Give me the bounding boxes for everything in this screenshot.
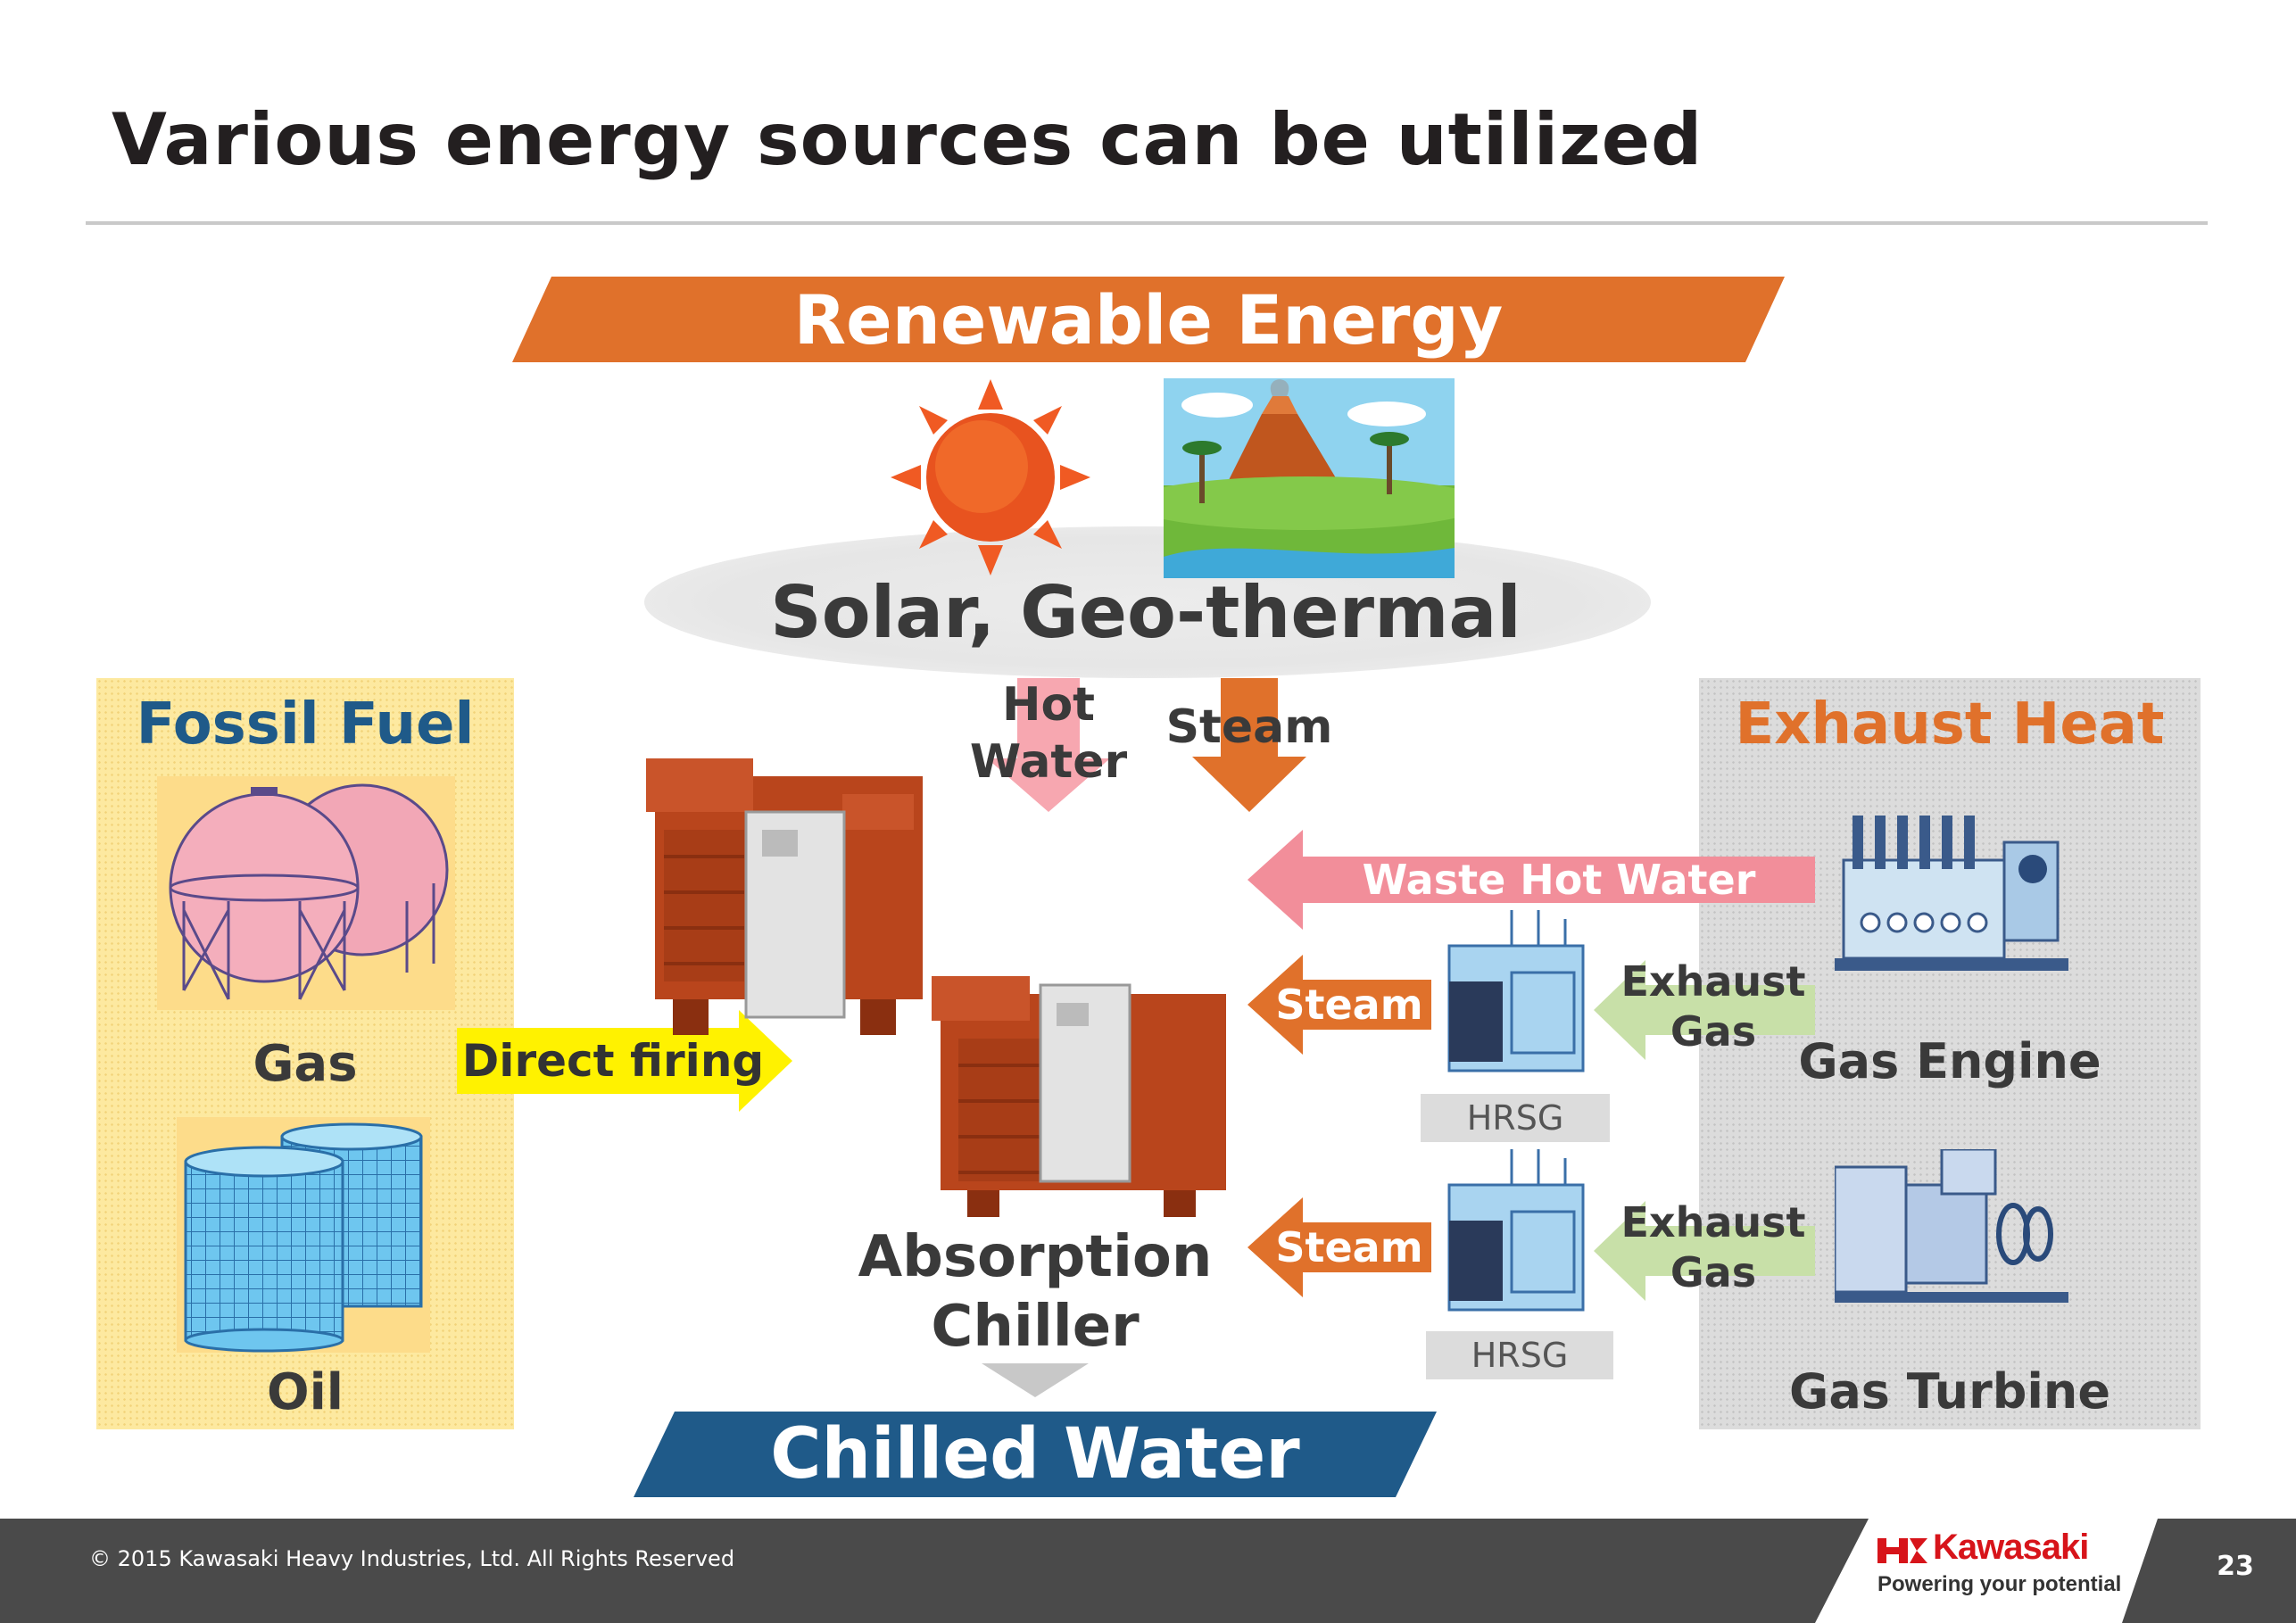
exhaust-gas-top-arrow: [1594, 960, 1815, 1060]
exhaust-gas-bottom-label: Exhaust Gas: [1620, 1198, 1806, 1296]
sun-icon: [891, 379, 1090, 576]
exhaust-heat-panel: [1699, 678, 2201, 1429]
hrsg-bottom-tag: HRSG: [1426, 1331, 1613, 1379]
gas-turbine-icon: [1835, 1149, 2068, 1303]
gas-turbine-label: Gas Turbine: [1789, 1363, 2110, 1420]
hrsg-top-icon: [1447, 910, 1585, 1072]
steam-bottom-label: Steam: [1275, 1223, 1423, 1271]
page-title: Various energy sources can be utilized: [112, 98, 1703, 181]
copyright-text: © 2015 Kawasaki Heavy Industries, Ltd. A…: [89, 1546, 735, 1571]
absorption-chiller-label: Absorption Chiller: [858, 1224, 1213, 1360]
gas-engine-label: Gas Engine: [1798, 1033, 2101, 1089]
renewable-energy-banner: Renewable Energy: [512, 277, 1785, 362]
exhaust-gas-top-label: Exhaust Gas: [1620, 957, 1806, 1056]
fossil-fuel-heading: Fossil Fuel: [136, 691, 475, 758]
steam-renewable-label: Steam: [1165, 700, 1333, 754]
gas-label: Gas: [253, 1035, 358, 1093]
hot-water-label: Hot Water: [969, 678, 1128, 789]
solar-geothermal-label: Solar, Geo-thermal: [770, 571, 1521, 654]
direct-firing-label: Direct firing: [461, 1035, 765, 1087]
direct-firing-arrow: [457, 1010, 792, 1112]
waste-hot-water-arrow: [1247, 830, 1815, 930]
chiller-output-arrow: [982, 1363, 1089, 1397]
logo-box: [1815, 1519, 2158, 1623]
kawasaki-logo-icon: [1877, 1538, 1927, 1563]
oil-label: Oil: [267, 1363, 344, 1421]
title-divider: [86, 221, 2208, 225]
exhaust-heat-heading: Exhaust Heat: [1735, 691, 2165, 758]
exhaust-gas-bottom-arrow: [1594, 1201, 1815, 1301]
waste-hot-water-label: Waste Hot Water: [1362, 856, 1756, 904]
steam-top-label: Steam: [1275, 981, 1423, 1029]
absorption-chiller-small-icon: [932, 976, 1226, 1217]
gas-tank-icon: [157, 776, 455, 1010]
absorption-chiller-large-icon: [646, 758, 923, 1035]
hrsg-bottom-icon: [1447, 1149, 1585, 1312]
brand-tagline: Powering your potential: [1877, 1572, 2122, 1596]
gas-engine-icon: [1835, 816, 2068, 971]
page-number: 23: [2217, 1551, 2254, 1582]
steam-down-arrow: [1192, 678, 1306, 812]
steam-top-arrow: [1247, 955, 1431, 1055]
oil-tank-icon: [177, 1117, 430, 1353]
hrsg-top-tag: HRSG: [1421, 1094, 1610, 1142]
hot-water-arrow: [987, 678, 1110, 812]
chilled-water-banner: Chilled Water: [634, 1412, 1437, 1497]
volcano-landscape-icon: [1164, 378, 1455, 578]
steam-bottom-arrow: [1247, 1197, 1431, 1297]
renewable-ellipse: [644, 526, 1651, 678]
brand-name: Kawasaki: [1933, 1528, 2089, 1567]
